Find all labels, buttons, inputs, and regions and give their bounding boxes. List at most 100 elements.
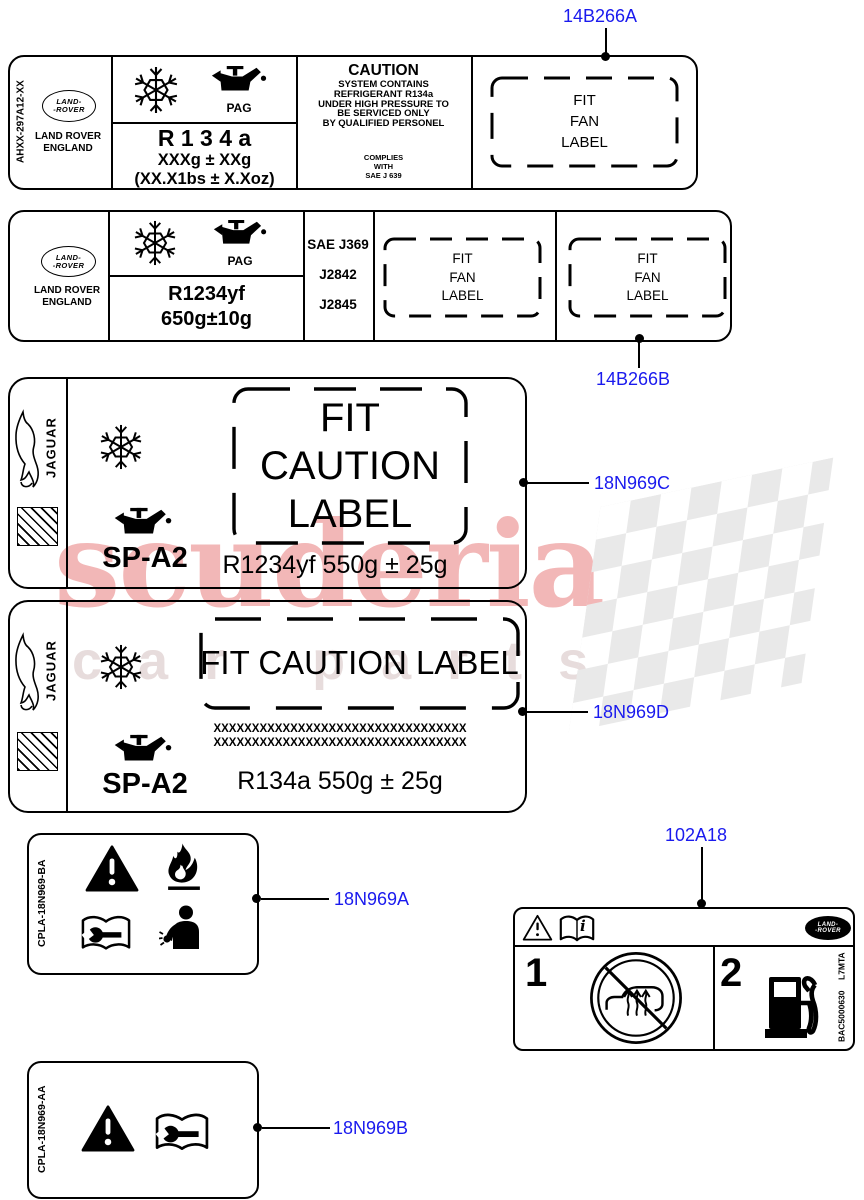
land-rover-oval-logo: LAND- -ROVER [42, 90, 96, 122]
leader-dot [697, 899, 706, 908]
fit-fan-text: FIT FAN LABEL [561, 92, 608, 151]
divider [471, 57, 473, 188]
oil-can-icon [114, 507, 172, 534]
fit-fan-dashed-box [490, 76, 679, 168]
sae-codes: SAE J369 J2842 J2845 [307, 237, 369, 312]
divider [515, 945, 853, 947]
label-r134a-caution: AHXX-297A12-XX LAND- -ROVER LAND ROVER E… [8, 55, 698, 190]
part-number-callout[interactable]: 18N969B [333, 1118, 409, 1138]
no-engine-heat-icon [589, 951, 683, 1045]
divider [555, 212, 557, 340]
charge-grams: 650g±10g [160, 308, 253, 330]
leader-dot [518, 707, 527, 716]
divider [108, 275, 305, 277]
caution-block: CAUTION SYSTEM CONTAINS REFRIGERANT R134… [296, 61, 471, 180]
fit-fan-dashed-box [568, 237, 727, 318]
warning-triangle-icon [522, 914, 553, 941]
label-r1234yf-caution: LAND- -ROVER LAND ROVER ENGLAND PAG R123… [8, 210, 732, 342]
fit-fan-text: FIT FAN LABEL [626, 251, 669, 303]
watermark-car-parts: car parts [72, 631, 625, 691]
divider [713, 947, 715, 1049]
snowflake-icon [98, 644, 144, 690]
warning-triangle-icon [81, 1105, 135, 1152]
charge-ounces: (XX.X1bs ± X.Xoz) [134, 170, 275, 188]
land-rover-oval-logo: LAND- -ROVER [805, 916, 851, 940]
snowflake-icon [132, 66, 180, 114]
fit-fan-text: FIT FAN LABEL [441, 251, 484, 303]
part-number-callout[interactable]: 14B266A [563, 6, 638, 26]
divider [66, 602, 68, 811]
refrigerant-block: R1234yf 650g±10g [108, 282, 305, 332]
label-jaguar-r1234yf: JAGUAR SP-A2 FIT CAUTION LABEL R1234yf 5… [8, 377, 527, 589]
jaguar-cat-icon [15, 411, 39, 488]
leader-dot [635, 334, 644, 343]
brand-text: JAGUAR [43, 640, 59, 702]
label-part-code: CPLA-18N969-BA [36, 859, 48, 947]
x-placeholder-rows: XXXXXXXXXXXXXXXXXXXXXXXXXXXXXXXXX XXXXXX… [213, 723, 467, 749]
oil-type: SP-A2 [102, 542, 188, 574]
watermark-checkered-flag [568, 457, 834, 733]
charge-grams: XXXg ± XXg [157, 151, 252, 169]
fit-caution-dashed-box [199, 617, 520, 710]
logo-text: -ROVER [815, 928, 841, 934]
refrigerant-block: R 1 3 4 a XXXg ± XXg (XX.X1bs ± X.Xoz) [111, 125, 298, 189]
label-warning-pictograms-ba: CPLA-18N969-BA [27, 833, 259, 975]
label-fuel-heat: i LAND- -ROVER 1 2 BAC5000630 L7MTA [513, 907, 855, 1051]
label-jaguar-r134a: JAGUAR SP-A2 FIT CAUTION LABEL XXXXXXXXX… [8, 600, 527, 813]
leader-line [262, 1127, 330, 1129]
oil-type: PAG [226, 101, 252, 115]
fit-caution-text: FIT CAUTION LABEL [200, 644, 519, 681]
fit-fan-dashed-box [383, 237, 542, 318]
snowflake-icon [98, 424, 144, 470]
book-wrench-icon [155, 1113, 209, 1151]
leader-line [605, 28, 607, 54]
item-number: 1 [525, 951, 548, 995]
item-number: 2 [720, 951, 743, 995]
leader-line [261, 898, 329, 900]
warning-triangle-icon [85, 845, 139, 892]
leader-line [638, 342, 640, 368]
oil-can-icon [211, 66, 267, 91]
leader-line [526, 711, 588, 713]
handbook-icon [559, 915, 595, 942]
part-number-callout[interactable]: 18N969C [594, 473, 671, 493]
jaguar-cat-icon [15, 634, 39, 711]
oil-type: PAG [227, 254, 253, 268]
oil-type: SP-A2 [102, 768, 188, 800]
logo-text: LAND- [55, 252, 82, 262]
logo-text: LAND- [817, 921, 839, 928]
refrigerant-name: R1234yf [168, 283, 245, 305]
leader-dot [601, 52, 610, 61]
technician-icon [159, 905, 200, 950]
divider [373, 212, 375, 340]
part-number-callout[interactable]: 18N969D [593, 702, 670, 722]
divider [66, 379, 68, 587]
land-rover-oval-logo: LAND- -ROVER [41, 246, 96, 277]
label-warning-pictograms-aa: CPLA-18N969-AA [27, 1061, 259, 1199]
label-part-code: AHXX-297A12-XX [15, 80, 27, 163]
label-part-code: BAC5000630 L7MTA [836, 952, 847, 1042]
complies-block: COMPLIES WITH SAE J 639 [363, 152, 404, 180]
charge-text: R1234yf 550g ± 25g [222, 551, 448, 579]
refrigerant-name: R 1 3 4 a [157, 125, 252, 151]
fit-caution-text: FIT CAUTION LABEL [260, 396, 440, 536]
part-number-callout[interactable]: 102A18 [665, 825, 728, 845]
oil-can-icon [213, 220, 267, 244]
brand-text: LAND ROVER ENGLAND [34, 131, 102, 154]
hatch-square [17, 507, 58, 546]
leader-line [701, 847, 703, 901]
divider [111, 122, 298, 124]
label-part-code: CPLA-18N969-AA [36, 1085, 48, 1173]
logo-text: LAND- [56, 97, 82, 106]
part-number-callout[interactable]: 18N969A [334, 889, 410, 909]
info-glyph: i [580, 917, 586, 935]
charge-text: R134a 550g ± 25g [237, 767, 443, 795]
flame-icon [168, 843, 200, 890]
logo-text: -ROVER [53, 105, 85, 114]
leader-dot [252, 894, 261, 903]
brand-text: LAND ROVER ENGLAND [33, 285, 101, 308]
part-number-callout[interactable]: 14B266B [596, 369, 671, 389]
oil-can-icon [114, 734, 172, 761]
leader-dot [253, 1123, 262, 1132]
